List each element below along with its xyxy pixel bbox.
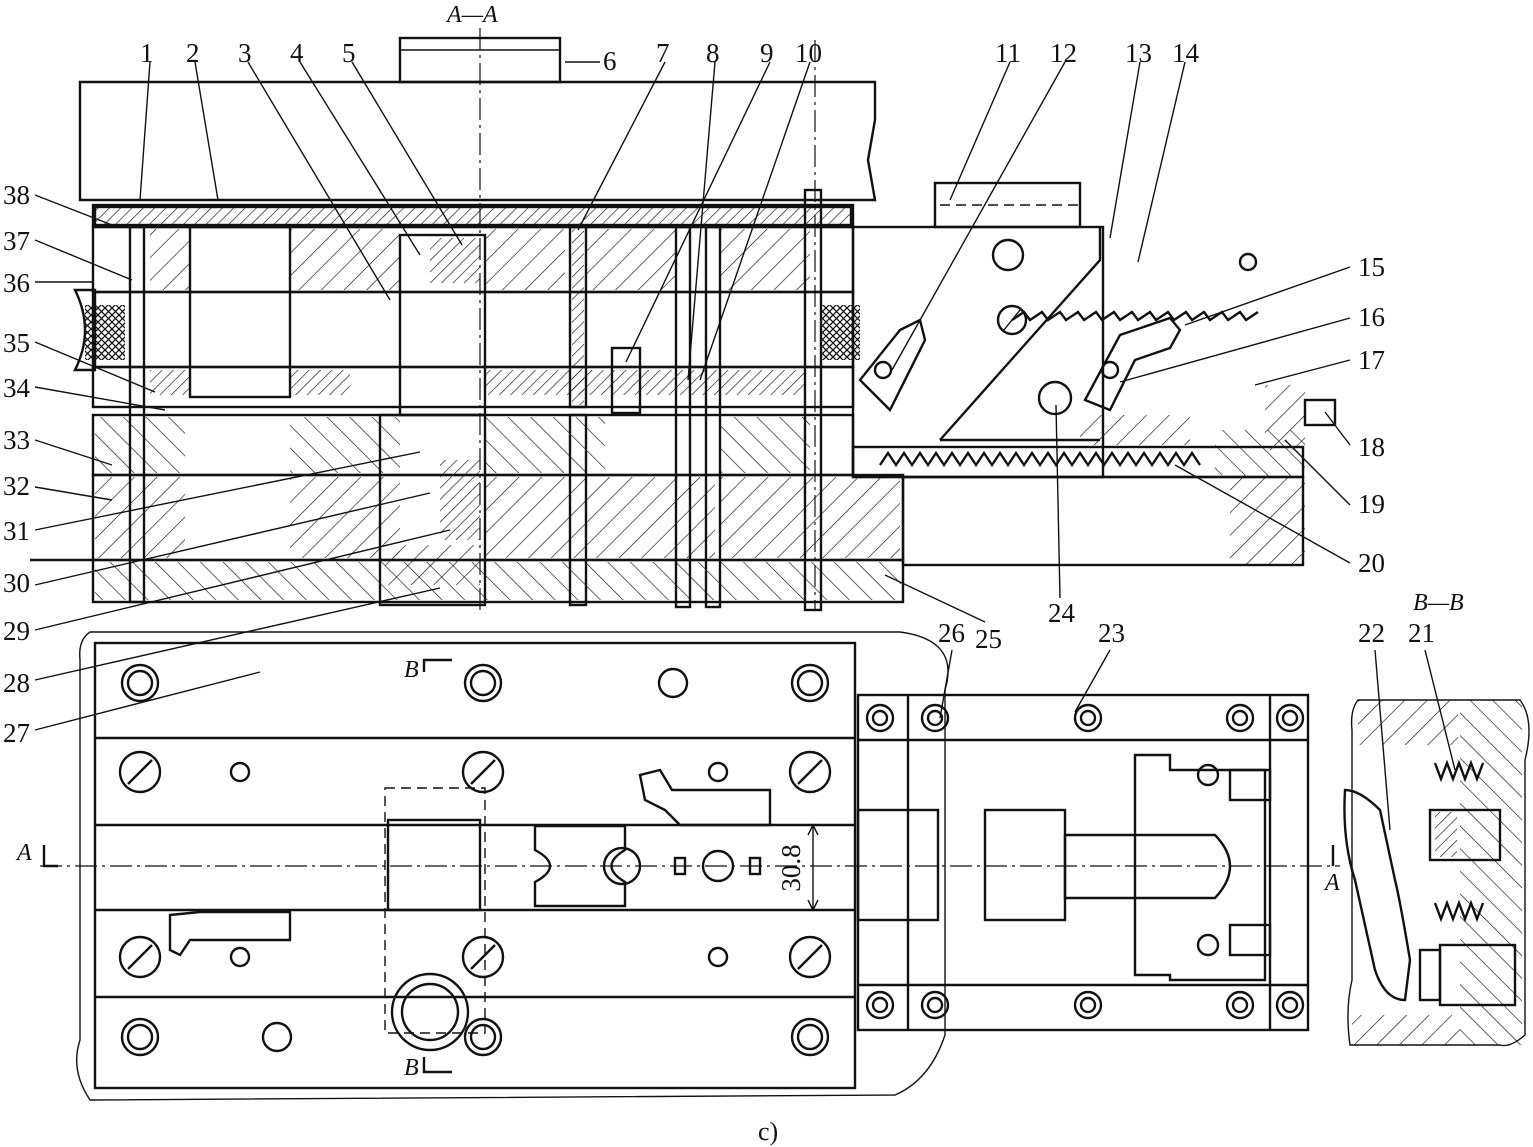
part-label-27: 27 <box>3 718 30 748</box>
part-label-13: 13 <box>1125 38 1152 68</box>
part-label-20: 20 <box>1358 548 1385 578</box>
part-label-37: 37 <box>3 226 30 256</box>
section-arrow-b-bottom: B <box>404 1055 419 1081</box>
part-label-17: 17 <box>1358 345 1385 375</box>
part-label-18: 18 <box>1358 432 1385 462</box>
pin-icon <box>673 856 687 876</box>
part-label-25: 25 <box>975 624 1002 654</box>
section-b-b-view <box>1343 699 1530 1047</box>
part-label-28: 28 <box>3 668 30 698</box>
part-label-31: 31 <box>3 516 30 546</box>
part-label-38: 38 <box>3 180 30 210</box>
part-label-26: 26 <box>938 618 965 648</box>
block-11 <box>933 181 1082 229</box>
part-label-12: 12 <box>1050 38 1077 68</box>
dimension-30-8: 30.8 <box>776 844 806 891</box>
spring-icon <box>1011 310 1259 322</box>
leader-lines <box>34 61 1456 831</box>
part-label-9: 9 <box>760 38 774 68</box>
part-label-8: 8 <box>706 38 720 68</box>
plan-view <box>40 631 1340 1101</box>
part-number-labels: 1 2 3 4 5 6 7 8 9 10 11 12 13 14 15 16 1… <box>3 38 1435 748</box>
part-label-1: 1 <box>140 38 154 68</box>
part-label-5: 5 <box>342 38 356 68</box>
part-label-15: 15 <box>1358 252 1385 282</box>
section-arrow-a-right: A <box>1323 870 1340 896</box>
punch-2 <box>188 225 292 399</box>
part-label-4: 4 <box>290 38 304 68</box>
part-label-24: 24 <box>1048 598 1076 628</box>
section-arrow-a-left: A <box>15 840 32 866</box>
part-label-32: 32 <box>3 471 30 501</box>
section-a-a-view <box>30 28 1337 612</box>
section-title-b-b: B—B <box>1413 590 1464 616</box>
upper-die-holder <box>78 80 877 202</box>
part-label-14: 14 <box>1172 38 1200 68</box>
part-label-34: 34 <box>3 373 31 403</box>
part-label-36: 36 <box>3 268 30 298</box>
part-label-30: 30 <box>3 568 30 598</box>
part-label-11: 11 <box>995 38 1021 68</box>
part-label-7: 7 <box>656 38 670 68</box>
part-label-29: 29 <box>3 616 30 646</box>
figure-caption: c) <box>758 1117 778 1146</box>
part-label-33: 33 <box>3 425 30 455</box>
part-label-3: 3 <box>238 38 252 68</box>
part-label-19: 19 <box>1358 489 1385 519</box>
part-label-35: 35 <box>3 328 30 358</box>
part-label-21: 21 <box>1408 618 1435 648</box>
section-title-a-a: A—A <box>445 2 498 28</box>
part-label-16: 16 <box>1358 302 1385 332</box>
knurl-icon <box>85 305 125 360</box>
screw-head-icon <box>118 663 832 1057</box>
part-label-22: 22 <box>1358 618 1385 648</box>
part-label-10: 10 <box>795 38 822 68</box>
part-label-6: 6 <box>603 46 617 76</box>
section-markers: A—A B—B A A B B <box>15 2 1464 1081</box>
part-label-23: 23 <box>1098 618 1125 648</box>
lower-die-holder <box>91 558 905 604</box>
section-arrow-b-top: B <box>404 657 419 683</box>
stripper-plate <box>91 290 855 369</box>
part-label-2: 2 <box>186 38 200 68</box>
